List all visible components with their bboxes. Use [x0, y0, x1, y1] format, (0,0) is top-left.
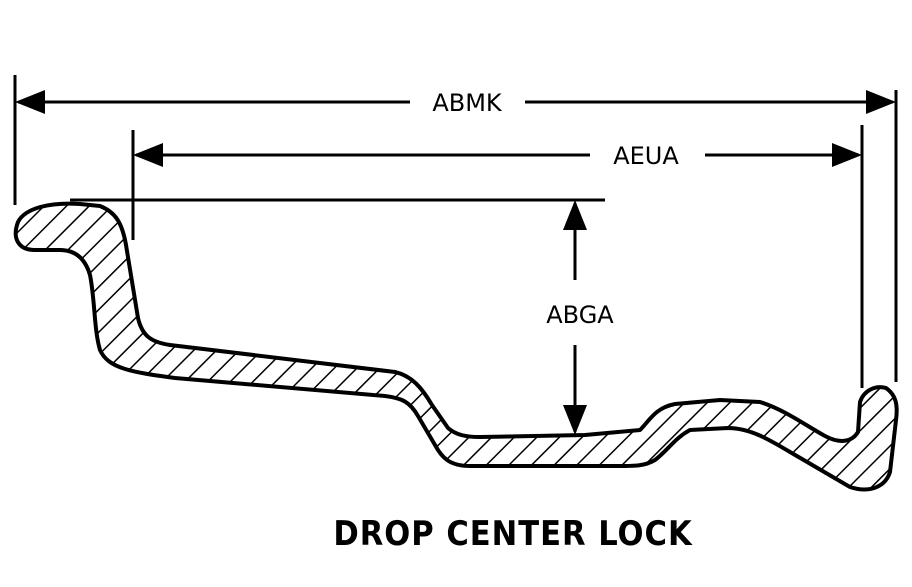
abga-label: ABGA: [546, 301, 614, 329]
diagram-title: DROP CENTER LOCK: [333, 514, 693, 554]
rim-profile: [13, 201, 899, 492]
aeua-label: AEUA: [613, 142, 679, 170]
abmk-label: ABMK: [432, 89, 503, 117]
